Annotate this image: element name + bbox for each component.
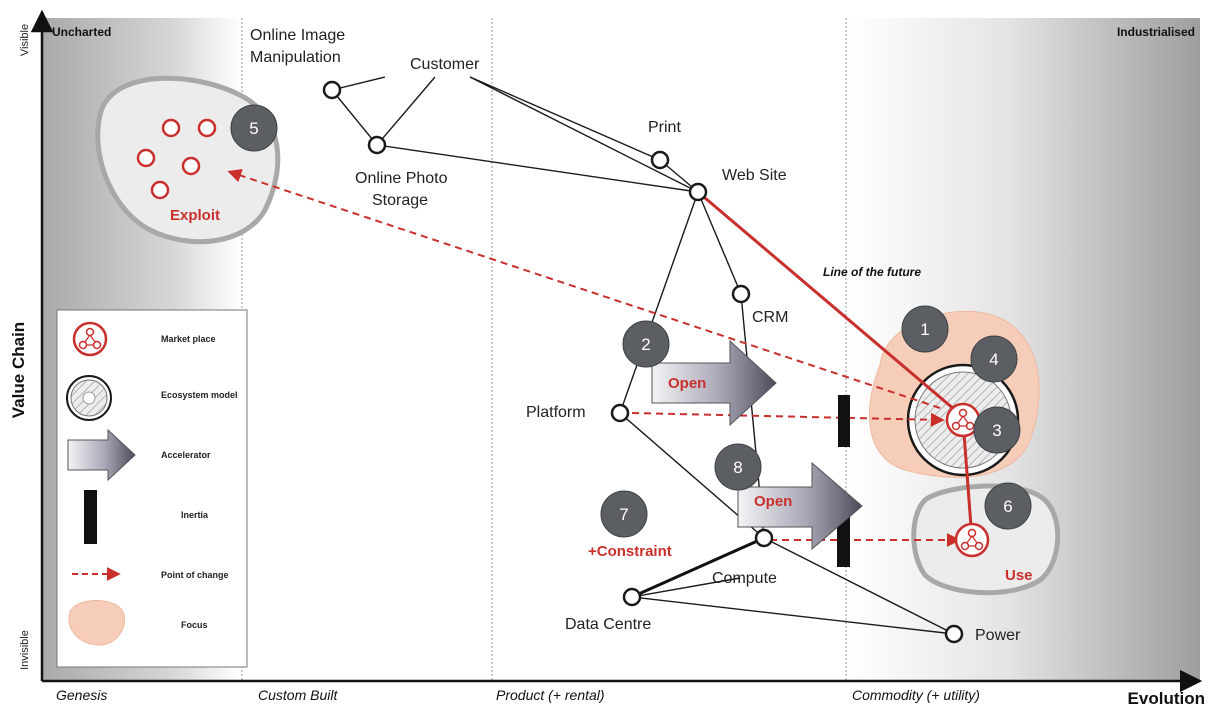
- legend-market-place: Market place: [161, 334, 216, 344]
- evolution-label: Evolution: [1128, 689, 1205, 708]
- node-power: [944, 624, 964, 644]
- marker-7: 7: [600, 490, 648, 538]
- market-connector: [961, 419, 974, 541]
- node-crm: [731, 284, 751, 304]
- legend-focus: Focus: [181, 620, 208, 630]
- label-customer: Customer: [410, 56, 480, 73]
- svg-text:1: 1: [920, 320, 929, 339]
- legend-ecosystem-icon: [66, 375, 112, 421]
- legend-inertia-icon: [84, 490, 97, 544]
- marker-2: 2: [622, 320, 670, 368]
- label-online-image-2: Manipulation: [250, 49, 341, 66]
- point-of-change-platform: [631, 412, 945, 427]
- legend-inertia: Inertia: [181, 510, 209, 520]
- label-online-photo-2: Storage: [372, 192, 428, 209]
- label-power: Power: [975, 627, 1021, 644]
- node-platform: [610, 403, 630, 423]
- label-compute: Compute: [712, 570, 777, 587]
- svg-text:8: 8: [733, 458, 742, 477]
- marker-3: 3: [973, 406, 1021, 454]
- node-print: [650, 150, 670, 170]
- invisible-label: Invisible: [19, 630, 31, 670]
- use-label: Use: [1005, 567, 1033, 584]
- node-web-site: [688, 182, 708, 202]
- node-online-photo: [367, 135, 387, 155]
- label-print: Print: [648, 119, 681, 136]
- label-web-site: Web Site: [722, 167, 787, 184]
- marker-8: 8: [714, 443, 762, 491]
- label-data-centre: Data Centre: [565, 616, 651, 633]
- point-of-change-exploit: [227, 168, 941, 409]
- svg-text:6: 6: [1003, 497, 1012, 516]
- exploit-label: Exploit: [170, 207, 220, 224]
- market-place-icon-6: [954, 522, 990, 558]
- svg-text:7: 7: [619, 505, 628, 524]
- stage-genesis: Genesis: [56, 687, 107, 703]
- node-compute: [754, 528, 774, 548]
- stage-commodity: Commodity (+ utility): [852, 687, 980, 703]
- accelerator-arrow-1: [651, 339, 777, 427]
- marker-6: 6: [984, 482, 1032, 530]
- node-online-image: [322, 80, 342, 100]
- uncharted-label: Uncharted: [52, 25, 111, 39]
- label-crm: CRM: [752, 309, 788, 326]
- label-platform: Platform: [526, 404, 586, 421]
- svg-text:4: 4: [989, 350, 998, 369]
- legend-ecosystem: Ecosystem model: [161, 390, 238, 400]
- open-label-2: Open: [754, 493, 792, 510]
- legend-accelerator: Accelerator: [161, 450, 211, 460]
- legend-market-place-icon: [72, 321, 108, 357]
- stage-custom: Custom Built: [258, 687, 338, 703]
- legend-accelerator-icon: [67, 428, 136, 482]
- visible-label: Visible: [19, 24, 31, 56]
- legend-focus-icon: [68, 599, 125, 646]
- inertia-bar-compute: [837, 512, 850, 567]
- exploit-markets: [136, 118, 217, 200]
- open-label-1: Open: [668, 375, 706, 392]
- value-chain-label: Value Chain: [9, 322, 28, 418]
- svg-text:2: 2: [641, 335, 650, 354]
- constraint-label: +Constraint: [588, 543, 672, 560]
- label-online-image-1: Online Image: [250, 27, 345, 44]
- line-of-future-label: Line of the future: [823, 265, 921, 279]
- label-online-photo-1: Online Photo: [355, 170, 448, 187]
- legend: Market place Ecosystem model Accelerator…: [56, 309, 248, 668]
- legend-point-of-change: Point of change: [161, 570, 229, 580]
- node-data-centre: [622, 587, 642, 607]
- stage-product: Product (+ rental): [496, 687, 605, 703]
- accelerator-arrow-2: [737, 461, 863, 551]
- marker-1: 1: [901, 305, 949, 353]
- marker-5: 5: [230, 104, 278, 152]
- inertia-bar-platform: [838, 395, 850, 447]
- industrialised-label: Industrialised: [1117, 25, 1195, 39]
- marker-4: 4: [970, 335, 1018, 383]
- line-of-future: [697, 190, 956, 412]
- value-chain-nodes: [322, 80, 964, 644]
- svg-text:3: 3: [992, 421, 1001, 440]
- svg-text:5: 5: [249, 119, 258, 138]
